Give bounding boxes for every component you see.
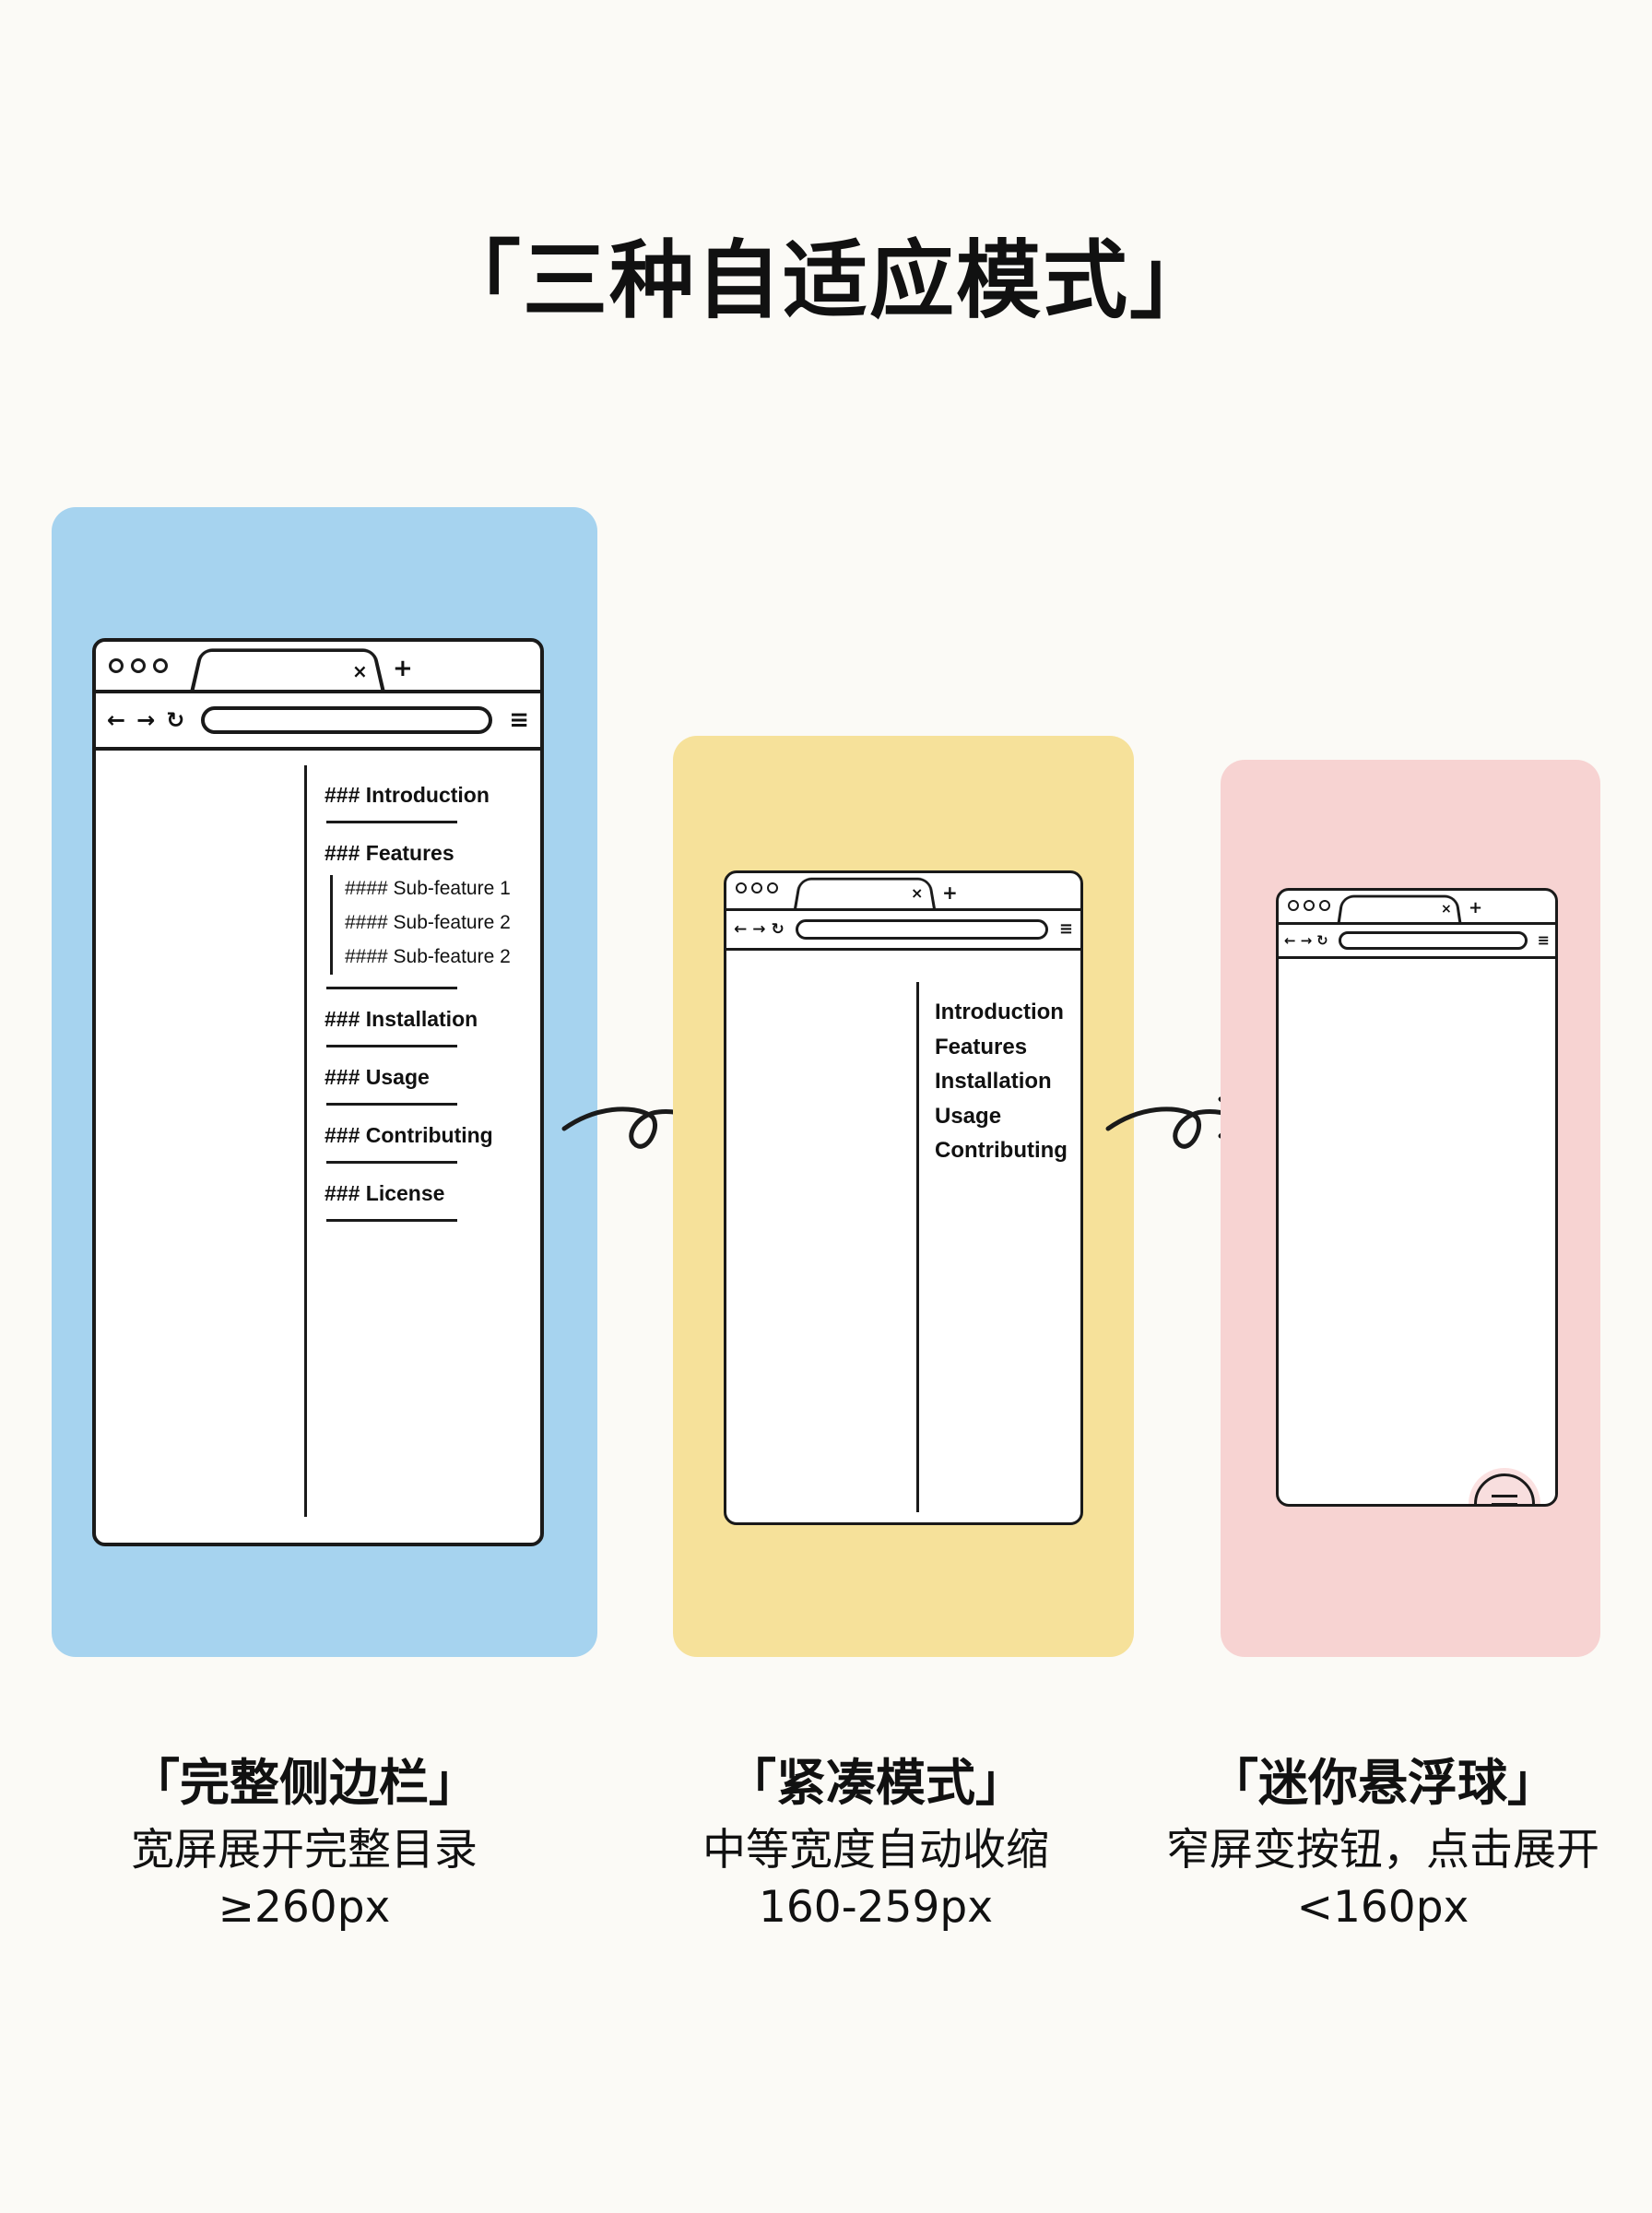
sidebar-divider <box>304 765 307 1517</box>
tab-bar: × + <box>726 873 1080 909</box>
toc-item-contributing: Contributing <box>935 1138 1068 1163</box>
tab-bar: × + <box>96 642 540 692</box>
divider <box>326 1219 457 1222</box>
window-dot-icon <box>109 658 124 673</box>
toc-subitem: #### Sub-feature 2 <box>345 912 511 933</box>
toc-item-contributing: ### Contributing <box>324 1123 493 1147</box>
hamburger-menu-icon: ≡ <box>1537 931 1550 949</box>
address-bar <box>795 919 1048 940</box>
back-arrow-icon: ← <box>107 707 126 733</box>
floating-toc-button[interactable] <box>1474 1473 1535 1504</box>
toc-subitem: #### Sub-feature 1 <box>345 878 511 899</box>
mode-title: 「迷你悬浮球」 <box>1209 1754 1557 1812</box>
mini-mode-caption: 「迷你悬浮球」 窄屏变按钮，点击展开 <160px <box>1143 1750 1622 1936</box>
hamburger-line-icon <box>1492 1502 1517 1504</box>
full-sidebar-browser-mockup: × + ← → ↻ ≡ ### Introduction ### Feature… <box>92 638 544 1546</box>
full-sidebar-caption: 「完整侧边栏」 宽屏展开完整目录 ≥260px <box>92 1750 516 1936</box>
subitems-indent-line <box>330 875 333 975</box>
window-dot-icon <box>1288 900 1299 911</box>
toc-subitem: #### Sub-feature 2 <box>345 946 511 967</box>
divider <box>326 821 457 823</box>
address-bar <box>1338 931 1528 950</box>
page-content: ### Introduction ### Features #### Sub-f… <box>96 751 540 1543</box>
reload-icon: ↻ <box>166 707 185 733</box>
compact-toc: Introduction Features Installation Usage… <box>935 995 1068 1168</box>
reload-icon: ↻ <box>1316 932 1328 949</box>
hamburger-line-icon <box>1492 1494 1517 1497</box>
browser-toolbar: ← → ↻ ≡ <box>1279 922 1555 959</box>
mode-description: 中等宽度自动收缩 <box>702 1825 1049 1876</box>
back-arrow-icon: ← <box>734 920 748 939</box>
toc-item-features: Features <box>935 1034 1028 1059</box>
window-controls <box>736 882 778 893</box>
page-content: Introduction Features Installation Usage… <box>726 951 1080 1522</box>
toc-item-introduction: ### Introduction <box>324 783 490 807</box>
mode-width-range: ≥260px <box>218 1882 391 1933</box>
back-arrow-icon: ← <box>1284 932 1296 949</box>
sidebar-divider <box>916 982 919 1512</box>
new-tab-icon: + <box>942 882 958 904</box>
divider <box>326 1045 457 1047</box>
window-dot-icon <box>1304 900 1315 911</box>
mode-title: 「紧凑模式」 <box>726 1754 1025 1812</box>
window-dot-icon <box>736 882 747 893</box>
toc-item-usage: Usage <box>935 1103 1002 1129</box>
mode-title: 「完整侧边栏」 <box>130 1754 478 1812</box>
forward-arrow-icon: → <box>752 920 766 939</box>
browser-toolbar: ← → ↻ ≡ <box>96 690 540 751</box>
close-tab-icon: × <box>352 660 368 682</box>
divider <box>326 1161 457 1164</box>
toc-item-usage: ### Usage <box>324 1065 430 1089</box>
window-dot-icon <box>1319 900 1330 911</box>
compact-mode-browser-mockup: × + ← → ↻ ≡ Introduction Features Instal… <box>724 870 1083 1525</box>
tab-bar: × + <box>1279 891 1555 923</box>
divider <box>326 987 457 989</box>
page-content <box>1279 959 1555 1504</box>
toc-item-license: ### License <box>324 1181 445 1205</box>
forward-arrow-icon: → <box>1300 932 1313 949</box>
new-tab-icon: + <box>1469 898 1483 917</box>
full-toc: ### Introduction ### Features #### Sub-f… <box>324 782 537 1238</box>
window-controls <box>1288 900 1330 911</box>
window-controls <box>109 658 168 673</box>
forward-arrow-icon: → <box>136 707 156 733</box>
hamburger-menu-icon: ≡ <box>1058 919 1073 939</box>
hamburger-menu-icon: ≡ <box>509 706 529 734</box>
new-tab-icon: + <box>393 655 413 682</box>
toc-item-introduction: Introduction <box>935 1000 1064 1024</box>
page-title: 「三种自适应模式」 <box>435 231 1216 330</box>
mode-width-range: <160px <box>1296 1882 1469 1933</box>
window-dot-icon <box>131 658 146 673</box>
toc-item-features: ### Features <box>324 841 454 865</box>
toc-subitems: #### Sub-feature 1 #### Sub-feature 2 ##… <box>324 871 537 975</box>
address-bar <box>201 706 493 734</box>
window-dot-icon <box>153 658 168 673</box>
mode-width-range: 160-259px <box>758 1882 994 1933</box>
window-dot-icon <box>751 882 762 893</box>
toc-item-installation: Installation <box>935 1069 1052 1094</box>
mode-description: 宽屏展开完整目录 <box>131 1825 478 1876</box>
browser-toolbar: ← → ↻ ≡ <box>726 908 1080 951</box>
close-tab-icon: × <box>1441 902 1452 917</box>
reload-icon: ↻ <box>771 920 785 939</box>
divider <box>326 1103 457 1106</box>
mini-mode-browser-mockup: × + ← → ↻ ≡ <box>1276 888 1558 1507</box>
toc-item-installation: ### Installation <box>324 1007 478 1031</box>
window-dot-icon <box>767 882 778 893</box>
close-tab-icon: × <box>911 884 924 902</box>
mode-description: 窄屏变按钮，点击展开 <box>1166 1825 1599 1876</box>
compact-mode-caption: 「紧凑模式」 中等宽度自动收缩 160-259px <box>682 1750 1069 1936</box>
